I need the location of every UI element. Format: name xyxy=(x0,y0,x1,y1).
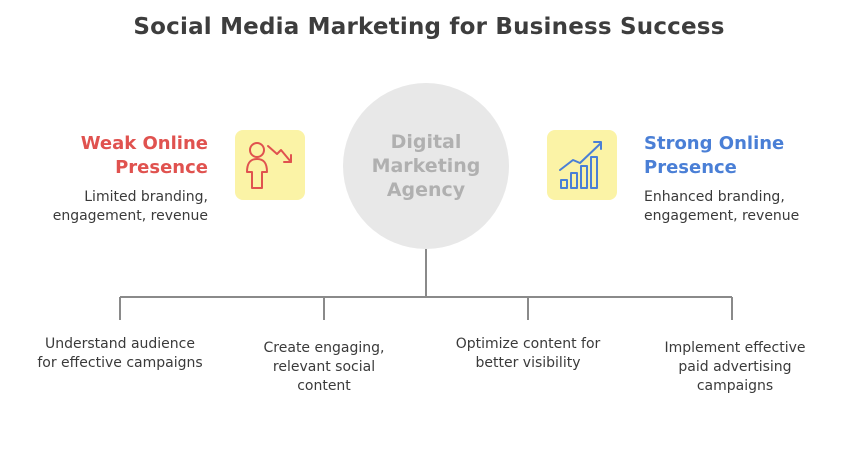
step-4: Implement effective paid advertising cam… xyxy=(664,340,806,394)
right-description: Enhanced branding, engagement, revenue xyxy=(644,189,800,224)
left-title: Weak Online Presence xyxy=(80,133,208,178)
person-declining-arrow-icon xyxy=(246,142,292,189)
left-description: Limited branding, engagement, revenue xyxy=(52,189,208,224)
right-title: Strong Online Presence xyxy=(644,133,785,178)
diagram-title: Social Media Marketing for Business Succ… xyxy=(133,14,725,40)
step-3: Optimize content for better visibility xyxy=(455,336,601,371)
step-1: Understand audience for effective campai… xyxy=(37,336,203,371)
center-node: Digital Marketing Agency xyxy=(343,83,509,249)
right-icon-box xyxy=(547,130,617,200)
center-label: Digital Marketing Agency xyxy=(371,131,481,201)
growth-bar-chart-icon xyxy=(559,141,602,189)
left-icon-box xyxy=(235,130,305,200)
step-2: Create engaging, relevant social content xyxy=(263,340,385,394)
